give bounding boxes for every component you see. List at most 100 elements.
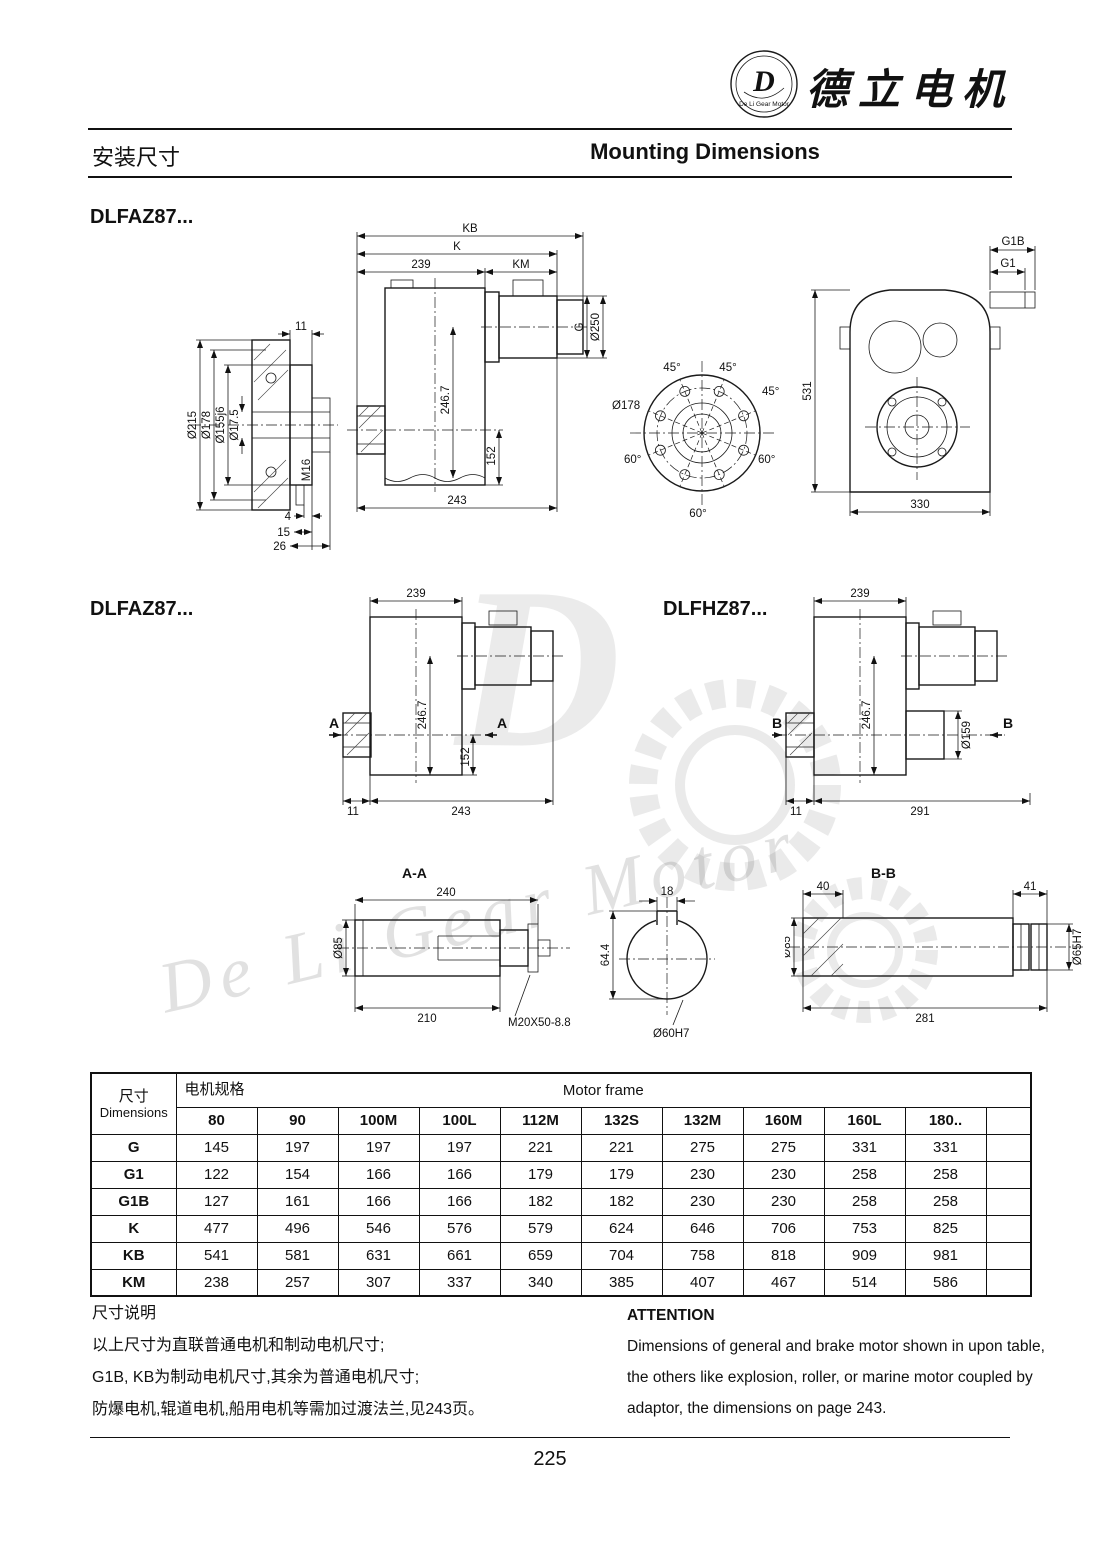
dim-label-d85: Ø85 — [333, 937, 345, 959]
table-cell: 307 — [337, 1268, 420, 1297]
table-cell: 127 — [175, 1187, 258, 1216]
table-cell-empty — [985, 1160, 1032, 1189]
row-label: KM — [90, 1268, 177, 1297]
table-row: KB 541 581 631 661 659 704 758 818 909 9… — [90, 1241, 1032, 1270]
dim-label-d215: Ø215 — [187, 411, 199, 439]
table-cell-empty — [985, 1241, 1032, 1270]
table-cell: 331 — [904, 1133, 987, 1162]
table-cell: 258 — [904, 1160, 987, 1189]
model-label-1: DLFAZ87... — [90, 206, 194, 228]
table-cell: 981 — [904, 1241, 987, 1270]
section-title-aa: A-A — [402, 865, 427, 881]
table-cell: 546 — [337, 1214, 420, 1243]
notes-en-title: ATTENTION — [627, 1307, 715, 1324]
dim-label-210: 210 — [417, 1013, 436, 1025]
column-header: 180.. — [904, 1106, 987, 1135]
rear-housing-outline — [839, 289, 1036, 493]
table-cell: 230 — [661, 1187, 744, 1216]
dim-label-246-7: 246.7 — [861, 701, 873, 730]
flange-bolt-holes — [648, 379, 756, 487]
angle-label-45-1: 45° — [663, 362, 680, 374]
table-cell: 646 — [661, 1214, 744, 1243]
table-cell: 758 — [661, 1241, 744, 1270]
column-header: 132S — [580, 1106, 663, 1135]
motor-outline — [901, 610, 1010, 690]
dim-label-d60h7: Ø60H7 — [653, 1028, 689, 1040]
flange-section-hatching — [253, 343, 289, 509]
notes-chinese: 尺寸说明 以上尺寸为直联普通电机和制动电机尺寸; G1B, KB为制动电机尺寸,… — [92, 1298, 484, 1426]
column-header: 160M — [742, 1106, 825, 1135]
table-cell: 182 — [580, 1187, 663, 1216]
row-label: G — [90, 1133, 177, 1162]
page-title-cn: 安装尺寸 — [92, 145, 181, 170]
dim-label-d159: Ø159 — [961, 721, 973, 749]
dim-label-246-7: 246.7 — [440, 386, 452, 415]
section-label-a-right: A — [497, 715, 507, 731]
table-cell: 275 — [742, 1133, 825, 1162]
hollow-shaft-dims — [791, 890, 1073, 1012]
hollow-shaft-outline — [789, 917, 1083, 977]
dim-label-11: 11 — [347, 806, 359, 818]
dim-label-d250: Ø250 — [590, 313, 602, 341]
table-cell: 704 — [580, 1241, 663, 1270]
model-label-3: DLFHZ87... — [663, 598, 768, 620]
logo-outer-ring — [730, 50, 798, 118]
dim-label-k: K — [453, 241, 461, 253]
table-cell-empty — [985, 1214, 1032, 1243]
angle-label-45-2: 45° — [719, 362, 736, 374]
drawing-section-aa: A-A 240 Ø85 210 M20X50-8.8 — [333, 865, 571, 1029]
angle-label-60-1: 60° — [624, 454, 641, 466]
logo-caption: De Li Gear Motor — [739, 101, 790, 108]
table-cell: 145 — [175, 1133, 258, 1162]
dim-label-km: KM — [512, 259, 529, 271]
table-cell: 122 — [175, 1160, 258, 1189]
section-label-a-left: A — [329, 715, 339, 731]
table-cell-empty — [985, 1133, 1032, 1162]
shaft-outline — [338, 919, 570, 977]
table-cell: 624 — [580, 1214, 663, 1243]
table-cell: 257 — [256, 1268, 339, 1297]
footer-rule — [90, 1437, 1010, 1438]
dim-label-d178: Ø178 — [201, 411, 213, 439]
dim-label-239: 239 — [406, 588, 425, 600]
drawing-flange-face: 45° 45° 45° Ø178 60° 60° 60° — [612, 361, 779, 520]
table-cell: 166 — [418, 1160, 501, 1189]
dim-label-m16: M16 — [301, 459, 313, 481]
table-cell: 337 — [418, 1268, 501, 1297]
drawing-shaft-section: 18 64.4 Ø60H7 — [600, 886, 715, 1040]
dim-label-d85: Ø85 — [785, 936, 793, 958]
flange-section-outline — [190, 339, 338, 511]
table-cell: 197 — [337, 1133, 420, 1162]
table-cell: 407 — [661, 1268, 744, 1297]
table-cell: 496 — [256, 1214, 339, 1243]
table-cell: 161 — [256, 1187, 339, 1216]
table-corner-en: Dimensions — [99, 1104, 168, 1120]
table-cell: 238 — [175, 1268, 258, 1297]
table-cell: 166 — [337, 1160, 420, 1189]
column-header: 112M — [499, 1106, 582, 1135]
row-label: KB — [90, 1241, 177, 1270]
drawing-flange-section: Ø215 Ø178 Ø155j6 Ø17.5 11 M16 4 15 26 — [187, 321, 338, 553]
notes-cn-line2: G1B, KB为制动电机尺寸,其余为普通电机尺寸; — [92, 1369, 420, 1386]
table-cell-empty — [985, 1268, 1032, 1297]
table-cell: 179 — [580, 1160, 663, 1189]
column-header: 100L — [418, 1106, 501, 1135]
motor-outline — [481, 279, 591, 363]
notes-en-line3: adaptor, the dimensions on page 243. — [627, 1400, 887, 1417]
column-header: 132M — [661, 1106, 744, 1135]
dim-label-239: 239 — [411, 259, 430, 271]
table-cell: 586 — [904, 1268, 987, 1297]
dim-label-11: 11 — [295, 321, 307, 333]
table-row: K 477 496 546 576 579 624 646 706 753 82… — [90, 1214, 1032, 1243]
dim-label-26: 26 — [273, 541, 286, 553]
table-cell: 221 — [499, 1133, 582, 1162]
shaft-dims — [342, 897, 539, 1017]
dim-label-246-7: 246.7 — [417, 701, 429, 730]
brand-name: 德立电机 — [806, 68, 1015, 114]
dims — [785, 597, 1031, 805]
dim-label-g1b: G1B — [1001, 236, 1024, 248]
logo-inner-ring — [735, 55, 793, 113]
table-cell: 230 — [742, 1160, 825, 1189]
table-cell: 477 — [175, 1214, 258, 1243]
